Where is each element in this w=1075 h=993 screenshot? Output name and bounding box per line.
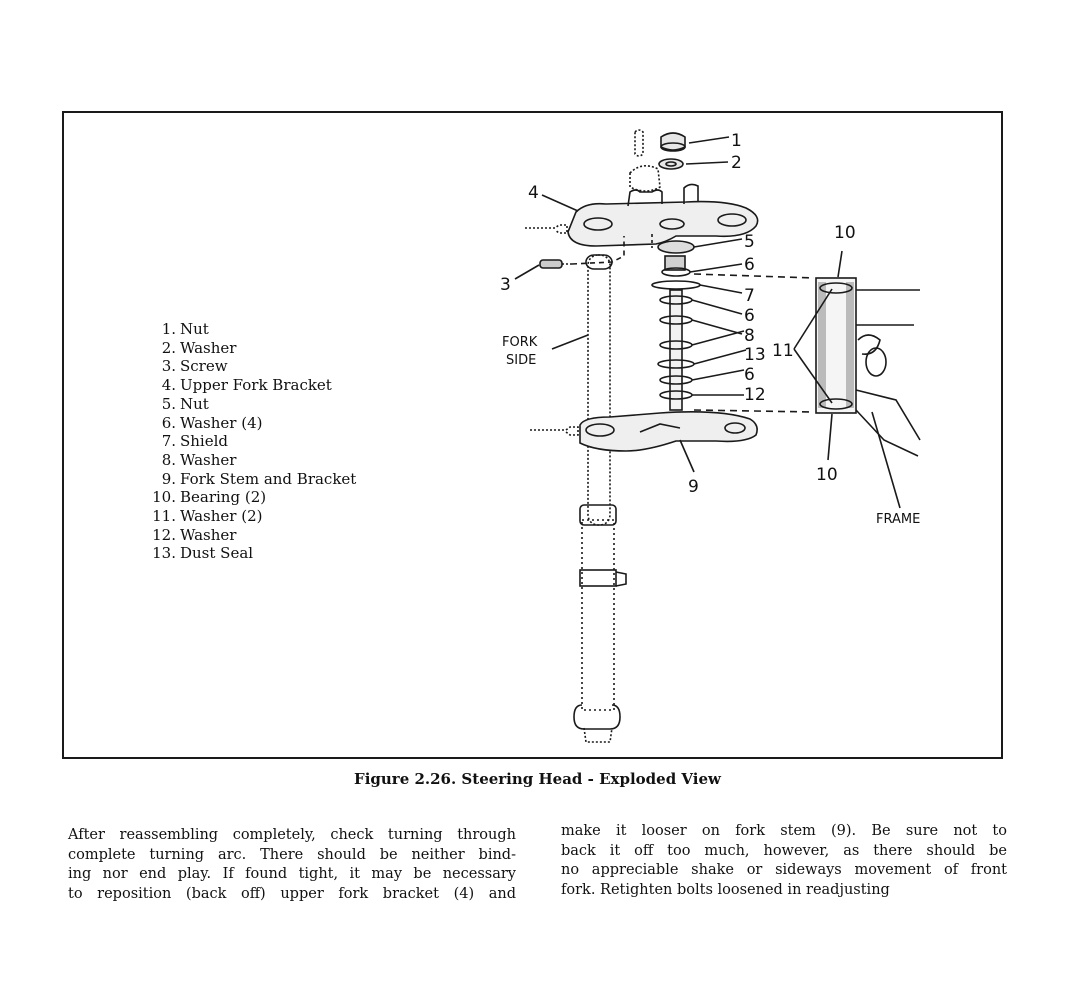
legend-item: 2.Washer: [161, 338, 237, 357]
text-line: make it looser on fork stem (9). Be sure…: [561, 823, 1007, 839]
callout-2: 2: [731, 153, 742, 173]
callout-10-bottom: 10: [816, 465, 838, 485]
callout-7: 7: [744, 286, 755, 306]
callout-10-top: 10: [834, 223, 856, 243]
legend-item: 6.Washer (4): [161, 413, 263, 432]
fork-side-label-line1: FORK: [502, 335, 538, 350]
parts-legend: 1.Nut 2.Washer 3.Screw 4.Upper Fork Brac…: [146, 320, 356, 563]
figure-frame: [62, 111, 1003, 759]
frame-head: [815, 277, 921, 457]
legend-item: 1.Nut: [161, 320, 209, 338]
legend-item: 8.Washer: [161, 450, 237, 469]
nut-and-washer-top: [629, 129, 686, 192]
legend-item: 10.Bearing (2): [152, 488, 267, 507]
frame-label: FRAME: [876, 512, 920, 527]
callout-4: 4: [528, 183, 539, 203]
legend-item: 4.Upper Fork Bracket: [161, 376, 332, 395]
pinch-screws: [525, 224, 625, 436]
legend-item: 5.Nut: [161, 394, 209, 413]
legend-item: 9.Fork Stem and Bracket: [161, 469, 357, 488]
callout-1: 1: [731, 131, 742, 151]
callout-6c: 6: [744, 365, 755, 385]
body-paragraph-right: make it looser on fork stem (9). Be sure…: [561, 822, 1007, 900]
upper-fork-bracket: [567, 183, 759, 247]
legend-item: 3.Screw: [161, 357, 228, 376]
callout-5: 5: [744, 232, 755, 252]
callout-numbers: 1 2 3 4 5 6 7 6 8 13 6 12 9 10 10 11 FOR…: [500, 131, 920, 527]
fork-tube: [573, 254, 627, 743]
text-line: fork. Retighten bolts loosened in readju…: [561, 881, 890, 898]
figure-caption: Figure 2.26. Steering Head - Exploded Vi…: [354, 770, 721, 788]
legend-item: 7.Shield: [161, 432, 229, 451]
fork-stem-bracket: [579, 411, 758, 452]
text-line: back it off too much, however, as there …: [561, 842, 1007, 859]
callout-12: 12: [744, 385, 766, 405]
leader-lines: [514, 136, 901, 509]
text-line: ing nor end play. If found tight, it may…: [68, 866, 516, 882]
text-line: no appreciable shake or sideways movemen…: [561, 862, 1007, 878]
body-paragraph-left: After reassembling completely, check tur…: [68, 826, 516, 904]
legend-item: 11.Washer (2): [152, 507, 263, 526]
callout-9: 9: [688, 477, 699, 497]
callout-8: 8: [744, 326, 755, 346]
callout-6a: 6: [744, 255, 755, 275]
text-line: to reposition (back off) upper fork brac…: [68, 885, 516, 902]
legend-item: 12.Washer: [152, 525, 237, 544]
callout-11: 11: [772, 341, 794, 361]
text-line: After reassembling completely, check tur…: [68, 827, 516, 843]
fork-side-label-line2: SIDE: [506, 353, 536, 368]
stem-stack: [651, 240, 701, 411]
callout-13: 13: [744, 345, 766, 365]
text-line: complete turning arc. There should be ne…: [68, 846, 516, 863]
callout-3: 3: [500, 275, 511, 295]
callout-6b: 6: [744, 306, 755, 326]
legend-item: 13.Dust Seal: [152, 544, 254, 563]
